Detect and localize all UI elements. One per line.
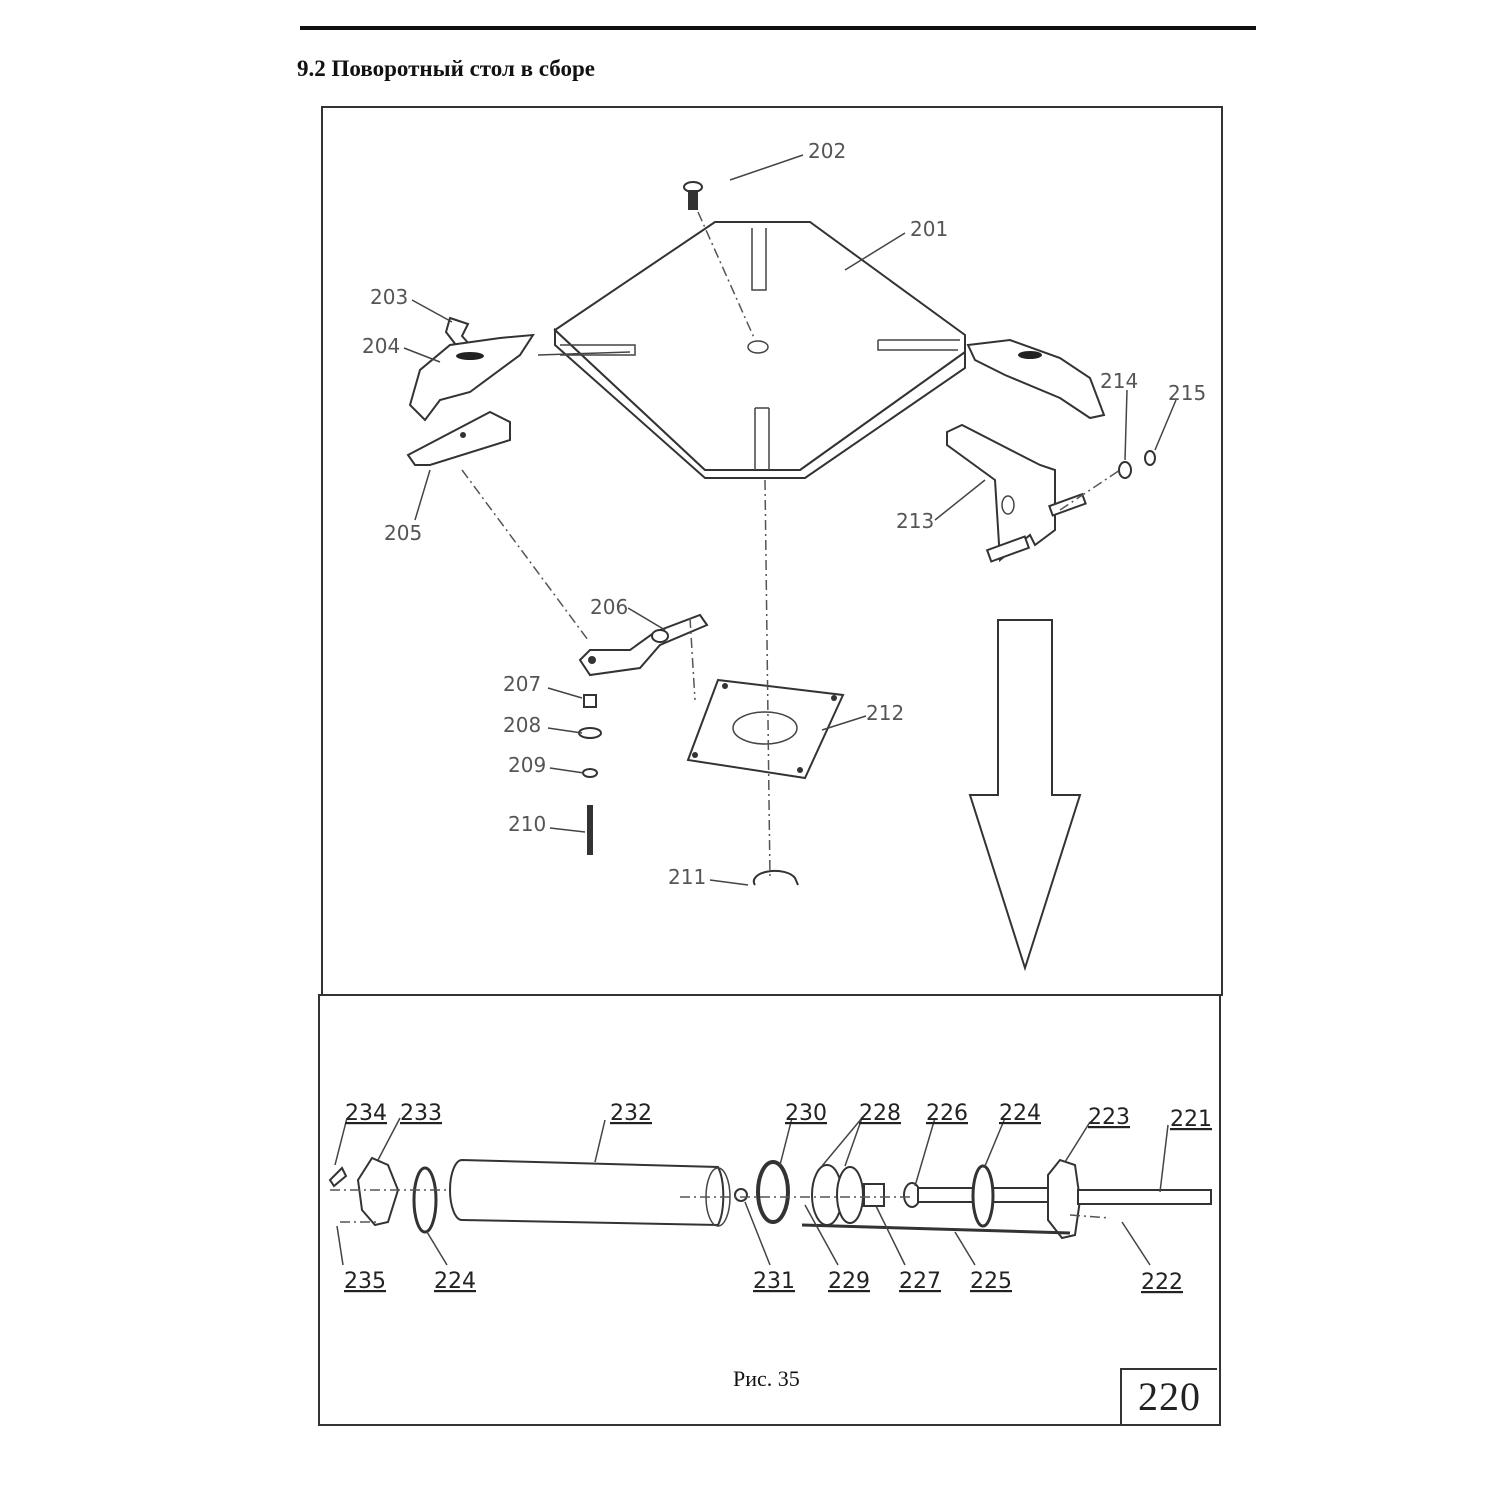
direction-arrow-icon bbox=[968, 619, 1082, 972]
lower-frame bbox=[318, 994, 1221, 1426]
label-232: 232 bbox=[610, 1101, 652, 1126]
label-221: 221 bbox=[1170, 1107, 1212, 1132]
ring-211 bbox=[752, 869, 799, 886]
label-208: 208 bbox=[503, 713, 541, 737]
label-226: 226 bbox=[926, 1101, 968, 1126]
screw-202 bbox=[683, 181, 703, 210]
bolt-stack bbox=[578, 694, 602, 855]
label-204: 204 bbox=[362, 334, 400, 358]
label-213: 213 bbox=[896, 509, 934, 533]
label-231: 231 bbox=[753, 1269, 795, 1294]
label-202: 202 bbox=[808, 139, 846, 163]
label-224-top: 224 bbox=[999, 1101, 1041, 1126]
label-214: 214 bbox=[1100, 369, 1138, 393]
label-234: 234 bbox=[345, 1101, 387, 1126]
label-223: 223 bbox=[1088, 1105, 1130, 1130]
page-number-box: 220 bbox=[1120, 1368, 1217, 1424]
clip-215 bbox=[1144, 450, 1156, 466]
part-labels-lower: 234 233 232 230 228 226 224 223 221 235 … bbox=[344, 1101, 1212, 1295]
clamp-right bbox=[966, 338, 1106, 420]
cylinder-assembly bbox=[328, 1156, 1212, 1240]
top-rule bbox=[300, 26, 1256, 30]
label-224-bottom: 224 bbox=[434, 1269, 476, 1294]
label-215: 215 bbox=[1168, 381, 1206, 405]
label-235: 235 bbox=[344, 1269, 386, 1294]
label-225: 225 bbox=[970, 1269, 1012, 1294]
label-205: 205 bbox=[384, 521, 422, 545]
plate-212 bbox=[686, 678, 845, 780]
arm-206 bbox=[578, 613, 709, 677]
label-233: 233 bbox=[400, 1101, 442, 1126]
washer-214 bbox=[1118, 461, 1132, 479]
label-211: 211 bbox=[668, 865, 706, 889]
label-222: 222 bbox=[1141, 1270, 1183, 1295]
slide-205 bbox=[406, 410, 511, 466]
label-209: 209 bbox=[508, 753, 546, 777]
section-heading: 9.2 Поворотный стол в сборе bbox=[297, 56, 595, 81]
label-206: 206 bbox=[590, 595, 628, 619]
label-207: 207 bbox=[503, 672, 541, 696]
label-210: 210 bbox=[508, 812, 546, 836]
label-201: 201 bbox=[910, 217, 948, 241]
label-228: 228 bbox=[859, 1101, 901, 1126]
part-labels-upper: 202 201 203 204 214 215 205 213 206 207 … bbox=[362, 139, 1206, 889]
label-227: 227 bbox=[899, 1269, 941, 1294]
label-212: 212 bbox=[866, 701, 904, 725]
label-203: 203 bbox=[370, 285, 408, 309]
turntable-plate bbox=[553, 221, 966, 479]
label-230: 230 bbox=[785, 1101, 827, 1126]
figure-caption: Рис. 35 bbox=[733, 1366, 800, 1391]
bracket-213 bbox=[946, 423, 1087, 563]
label-229: 229 bbox=[828, 1269, 870, 1294]
clamp-left bbox=[408, 316, 535, 422]
